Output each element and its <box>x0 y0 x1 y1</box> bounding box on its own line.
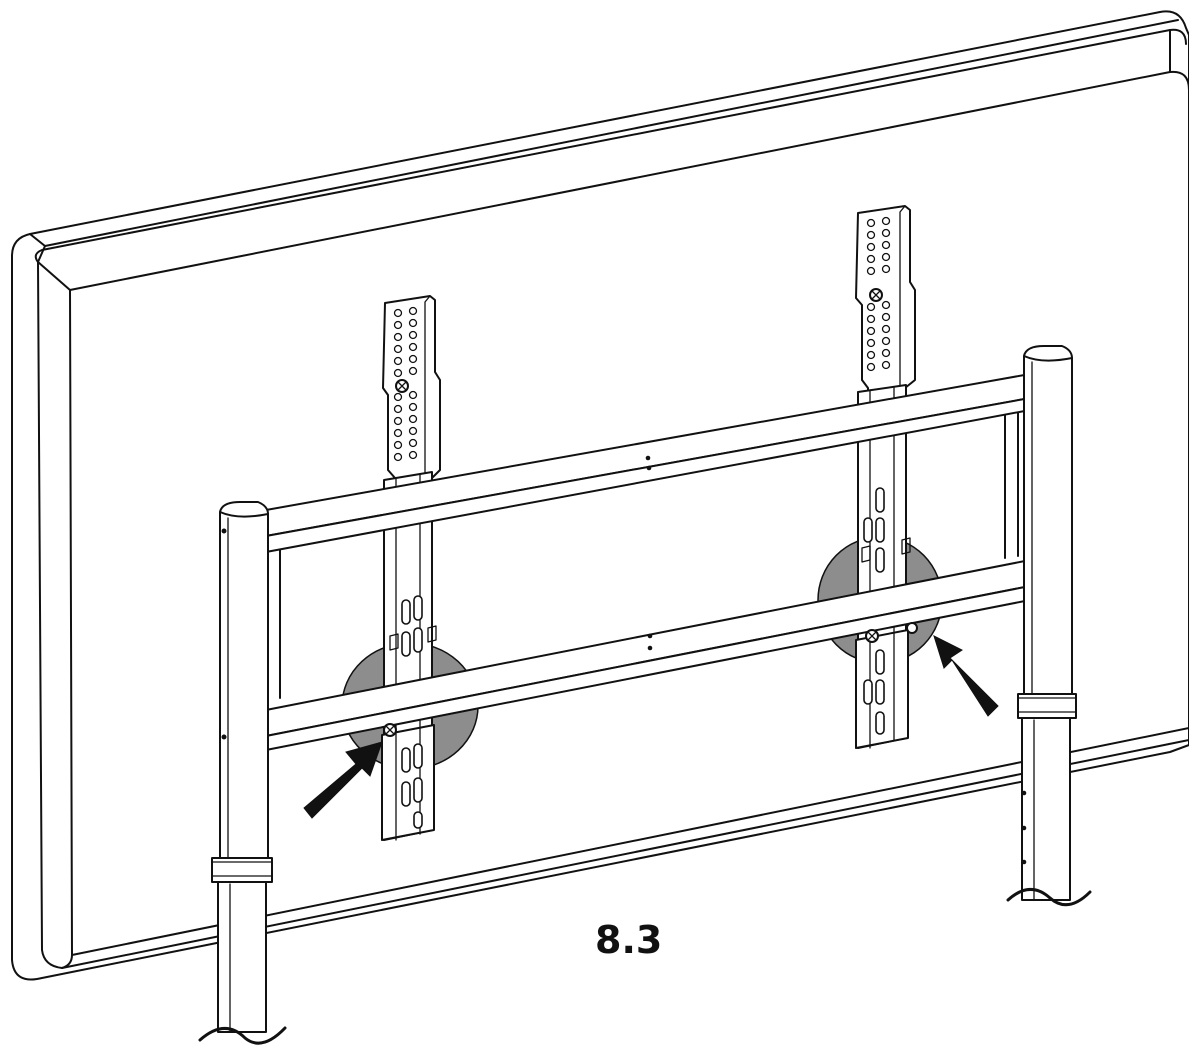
right-lower-bracket <box>855 622 918 749</box>
left-bracket-holes <box>393 306 418 462</box>
step-number-label: 8.3 <box>595 918 663 962</box>
display-panel <box>11 10 1189 981</box>
right-post <box>1006 345 1092 907</box>
left-post <box>198 501 287 1045</box>
left-lower-bracket <box>381 723 435 841</box>
left-arrow-icon <box>303 741 383 819</box>
right-arrow-icon <box>933 635 999 717</box>
right-bracket-holes <box>866 216 891 372</box>
right-lower-screw-2 <box>906 622 918 634</box>
right-bracket <box>855 205 916 403</box>
left-bracket <box>382 295 441 493</box>
right-post-break <box>1006 888 1092 907</box>
left-post-break <box>198 1026 287 1045</box>
